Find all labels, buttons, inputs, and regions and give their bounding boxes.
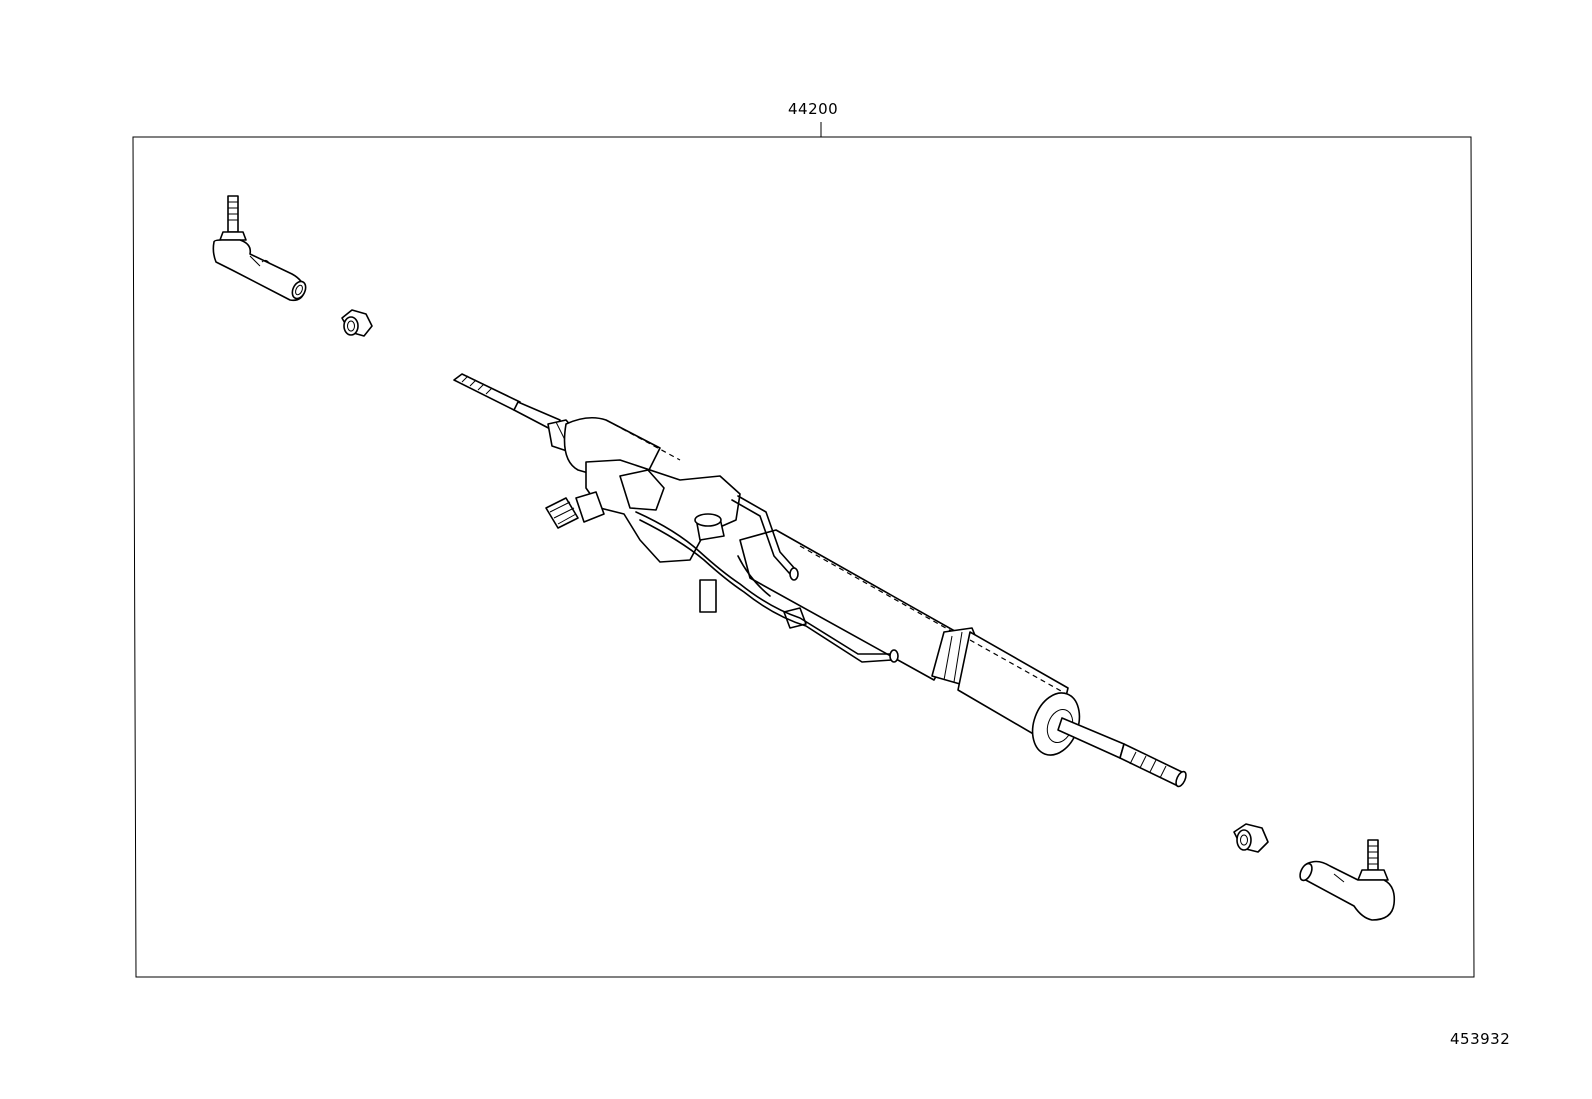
- assembly-part-number-label[interactable]: 44200: [788, 100, 839, 118]
- right-tie-rod-end[interactable]: [1298, 839, 1396, 921]
- assembly-boundary-frame: [132, 136, 1475, 978]
- left-tie-rod-end[interactable]: [212, 195, 308, 302]
- illustration-reference-number: 453932: [1450, 1030, 1511, 1048]
- steering-rack-assembly[interactable]: [453, 373, 1188, 788]
- right-lock-nut[interactable]: [1233, 823, 1269, 853]
- left-lock-nut[interactable]: [341, 309, 373, 337]
